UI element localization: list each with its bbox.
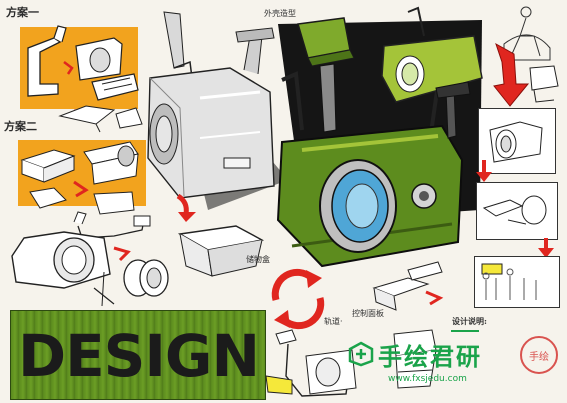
design-letter-g: G xyxy=(164,322,213,390)
pedal-sketch xyxy=(372,261,444,311)
watermark-stamp: 手绘 xyxy=(520,336,558,374)
storyboard-frame-2-sketch xyxy=(482,195,547,225)
mini-bike-sketch-right xyxy=(529,65,559,103)
rotate-arrows-icon xyxy=(271,268,325,330)
design-letter-d: D xyxy=(18,322,66,390)
bottom-bike-sketch xyxy=(265,329,357,397)
scheme-two-label: 方案二 xyxy=(4,120,37,133)
watermark-stamp-text: 手绘 xyxy=(529,351,549,363)
design-notes-label: 设计说明: xyxy=(452,316,487,326)
silver-bike-sketch xyxy=(147,11,275,199)
green-bike-hero xyxy=(276,17,464,268)
design-letter-n: N xyxy=(211,322,260,390)
design-letter-e: E xyxy=(65,322,105,390)
scheme-one-label: 方案一 xyxy=(6,6,39,19)
track-note: 轨道· xyxy=(324,317,343,326)
watermark-logo: 手绘君研 xyxy=(348,334,518,374)
red-arrow-frame-1 xyxy=(476,160,492,182)
scheme-two-sketch xyxy=(20,141,139,215)
storage-tray-sketch xyxy=(177,225,265,277)
scheme-one-bike-sketch xyxy=(27,25,139,118)
design-wordmark: D E S I G N xyxy=(18,322,260,390)
watermark-url: www.fxsjedu.com xyxy=(388,374,467,384)
design-letter-i: I xyxy=(144,322,166,390)
control-panel-note: 控制面板 xyxy=(352,309,384,318)
storyboard-frame-1-sketch xyxy=(489,121,543,163)
drawer-note: 储物盒 xyxy=(246,255,270,264)
watermark-title: 手绘君研 xyxy=(378,342,482,371)
red-down-arrow-icon xyxy=(493,42,530,107)
red-arrow-icon xyxy=(176,193,196,222)
design-letter-s: S xyxy=(103,322,146,390)
storyboard-frame-3-sketch xyxy=(481,263,537,300)
cyclist-sketch xyxy=(503,6,551,61)
green-bike-small xyxy=(381,6,483,139)
design-green-block xyxy=(10,310,266,400)
bottom-seat-sketch xyxy=(393,329,437,389)
shell-form-note: 外壳造型 xyxy=(264,9,296,18)
scheme-one-detail-sketch xyxy=(58,105,143,133)
scheme-two-bike-sketch xyxy=(11,211,169,307)
watermark-emblem-icon xyxy=(348,341,374,367)
design-notes-underline xyxy=(451,330,479,332)
red-arrow-frame-2 xyxy=(538,238,554,258)
